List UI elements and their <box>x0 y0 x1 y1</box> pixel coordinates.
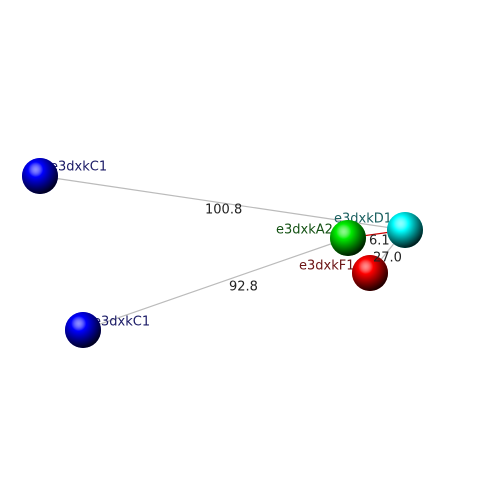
distance-label-c1a-d1: 100.8 <box>205 203 242 218</box>
atom-shading-f1 <box>352 255 388 291</box>
atom-shading-d1 <box>387 212 423 248</box>
atom-label-c1a: e3dxkC1 <box>50 160 107 175</box>
distance-label-a2-d1: 6.1 <box>369 234 390 249</box>
atom-shading-c1b <box>65 312 101 348</box>
distance-label-c1b-a2: 92.8 <box>229 280 258 295</box>
atom-shading-c1a <box>22 158 58 194</box>
distance-label-layer: 100.8 92.8 6.1 27.0 <box>205 203 402 295</box>
atom-shading-a2 <box>330 220 366 256</box>
distance-label-d1-f1: 27.0 <box>373 251 402 266</box>
atom-layer <box>22 158 423 348</box>
atom-label-a2: e3dxkA2 <box>276 223 333 238</box>
bond-c1b-a2 <box>82 237 349 331</box>
atom-label-f1: e3dxkF1 <box>299 259 355 274</box>
atom-label-c1b: e3dxkC1 <box>93 315 150 330</box>
